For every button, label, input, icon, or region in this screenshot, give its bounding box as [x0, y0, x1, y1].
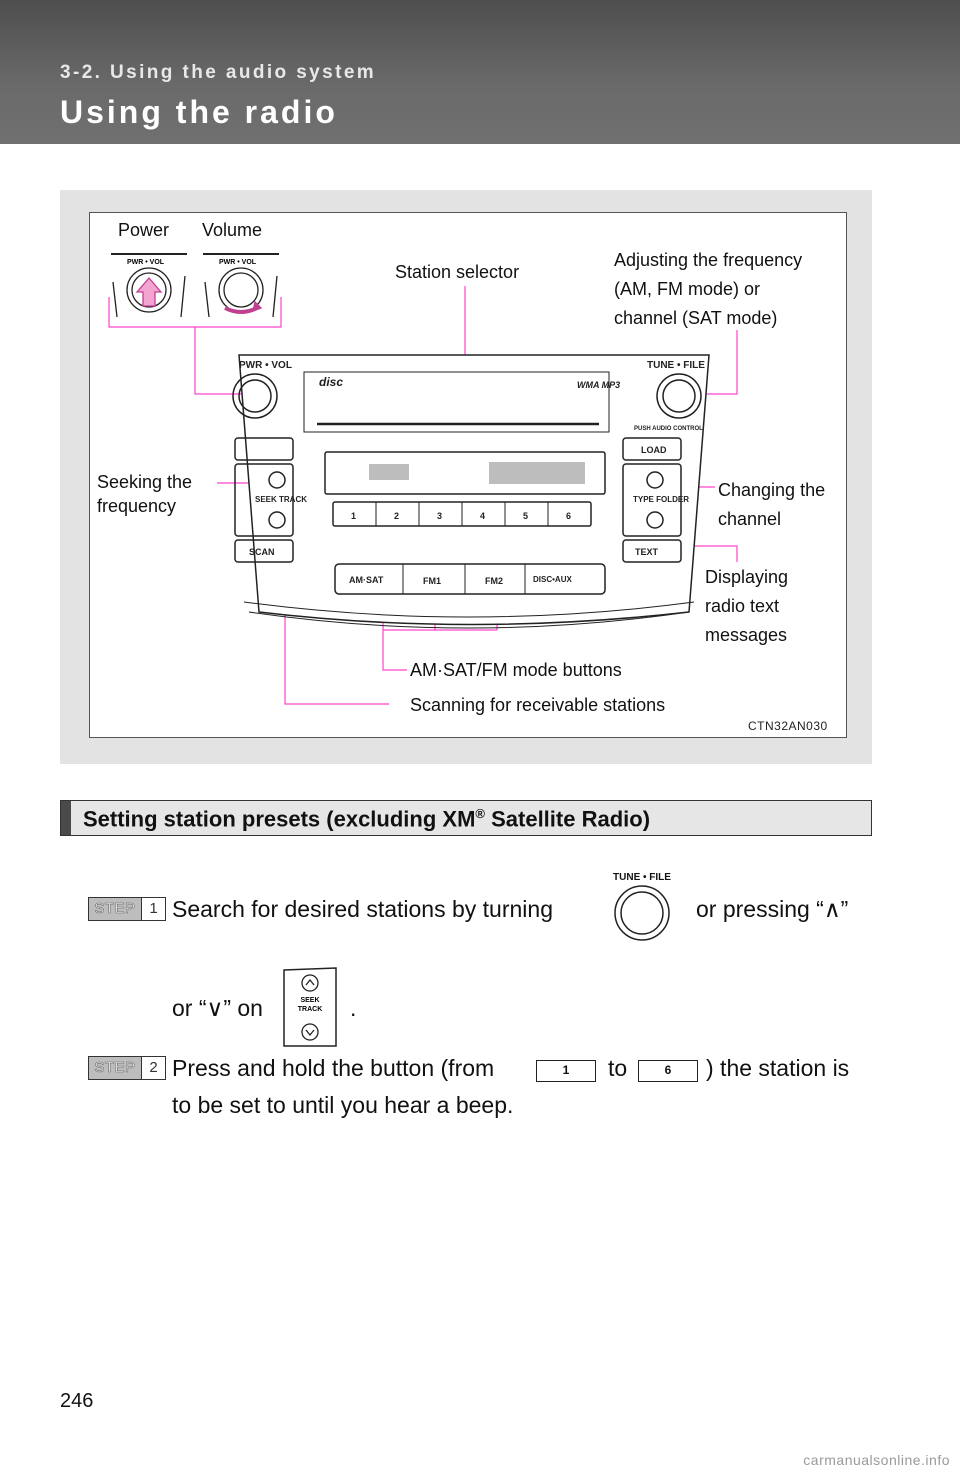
- tune-file-knob-icon: TUNE • FILE: [604, 872, 680, 950]
- radio-illustration: PWR • VOL PWR • VOL: [108, 253, 738, 705]
- label-power: Power: [118, 220, 170, 240]
- label-mode-buttons: AM·SAT/FM mode buttons: [410, 660, 622, 680]
- preset-button-6-icon: 6: [638, 1060, 698, 1082]
- panel-preset-5: 5: [523, 511, 528, 521]
- step-1-line-1b: or pressing “∧”: [696, 896, 849, 922]
- preset-button-1-icon: 1: [536, 1060, 596, 1082]
- pwr-vol-small-2: PWR • VOL: [219, 259, 257, 266]
- panel-fm2: FM2: [485, 576, 503, 586]
- heading-end: Satellite Radio): [484, 806, 651, 832]
- label-scanning: Scanning for receivable stations: [410, 695, 666, 715]
- label-changing-channel: Changing the channel: [718, 480, 826, 529]
- panel-disc-aux: DISC•AUX: [533, 575, 572, 584]
- label-seeking-frequency: Seeking the frequency: [97, 472, 193, 516]
- section-label: 3-2. Using the audio system: [60, 62, 377, 83]
- panel-preset-2: 2: [394, 511, 399, 521]
- panel-tune-file: TUNE • FILE: [647, 360, 705, 371]
- panel-type-folder: TYPE FOLDER: [633, 495, 689, 504]
- step-1-line-1a: Search for desired stations by turning: [172, 896, 553, 922]
- panel-preset-1: 1: [351, 511, 356, 521]
- panel-pwr-vol: PWR • VOL: [239, 360, 292, 371]
- step-2-line-2: to be set to until you hear a beep.: [172, 1092, 514, 1118]
- seek-button-icon: SEEK TRACK: [283, 967, 337, 1047]
- display-segments: [369, 462, 585, 484]
- step-2-line-1a: Press and hold the button (from: [172, 1055, 495, 1081]
- panel-load: LOAD: [641, 445, 667, 455]
- step-2-badge: STEP 2: [88, 1056, 166, 1080]
- head-unit: [232, 354, 710, 629]
- page-number: 246: [60, 1390, 94, 1412]
- panel-seek-track: SEEK TRACK: [255, 495, 307, 504]
- heading-main: Setting station presets (excluding XM: [83, 806, 476, 832]
- panel-disc-logo: disc: [319, 375, 343, 389]
- step-2-word: STEP: [89, 1057, 141, 1079]
- panel-preset-6: 6: [566, 511, 571, 521]
- step-2-number: 2: [141, 1057, 165, 1079]
- panel-am-sat: AM·SAT: [349, 575, 384, 585]
- step-1-line-2a: or “∨” on: [172, 995, 263, 1021]
- step-1-number: 1: [141, 898, 165, 920]
- step-2-line-1c: ) the station is: [706, 1055, 850, 1081]
- tune-file-knob-label: TUNE • FILE: [613, 872, 671, 883]
- label-station-selector: Station selector: [395, 262, 520, 282]
- subsection-heading: Setting station presets (excluding XM® S…: [60, 800, 872, 836]
- step-1-line-2b: .: [350, 995, 357, 1021]
- figure-code: CTN32AN030: [748, 719, 828, 733]
- step-1-badge: STEP 1: [88, 897, 166, 921]
- watermark: carmanualsonline.info: [803, 1452, 950, 1468]
- power-knob-detail: [111, 253, 279, 318]
- svg-text:TRACK: TRACK: [298, 1006, 323, 1013]
- step-1-word: STEP: [89, 898, 141, 920]
- label-displaying-text: Displaying radio text messages: [705, 567, 789, 645]
- heading-registered: ®: [475, 806, 485, 821]
- heading-text: Setting station presets (excluding XM® S…: [83, 806, 650, 832]
- panel-text: TEXT: [635, 547, 659, 557]
- svg-text:SEEK: SEEK: [300, 997, 319, 1004]
- panel-scan: SCAN: [249, 547, 275, 557]
- pwr-vol-small-1: PWR • VOL: [127, 259, 165, 266]
- panel-preset-3: 3: [437, 511, 442, 521]
- panel-preset-4: 4: [480, 511, 485, 521]
- label-adjusting-frequency: Adjusting the frequency (AM, FM mode) or…: [614, 250, 803, 328]
- step-2-line-1b: to: [608, 1055, 628, 1081]
- panel-labels: PWR • VOL TUNE • FILE disc WMA MP3 PUSH …: [239, 360, 705, 586]
- page-header: 3-2. Using the audio system Using the ra…: [0, 0, 960, 144]
- knob-icon: [614, 885, 670, 941]
- preset-dividers: [375, 502, 549, 594]
- label-volume: Volume: [202, 220, 263, 240]
- panel-fm1: FM1: [423, 576, 441, 586]
- page-title: Using the radio: [60, 94, 338, 130]
- heading-accent-bar: [61, 801, 71, 835]
- panel-wma-mp3: WMA MP3: [577, 380, 620, 390]
- panel-push-audio: PUSH AUDIO CONTROL: [634, 426, 703, 432]
- seek-track-button-icon: SEEK TRACK: [280, 966, 340, 1053]
